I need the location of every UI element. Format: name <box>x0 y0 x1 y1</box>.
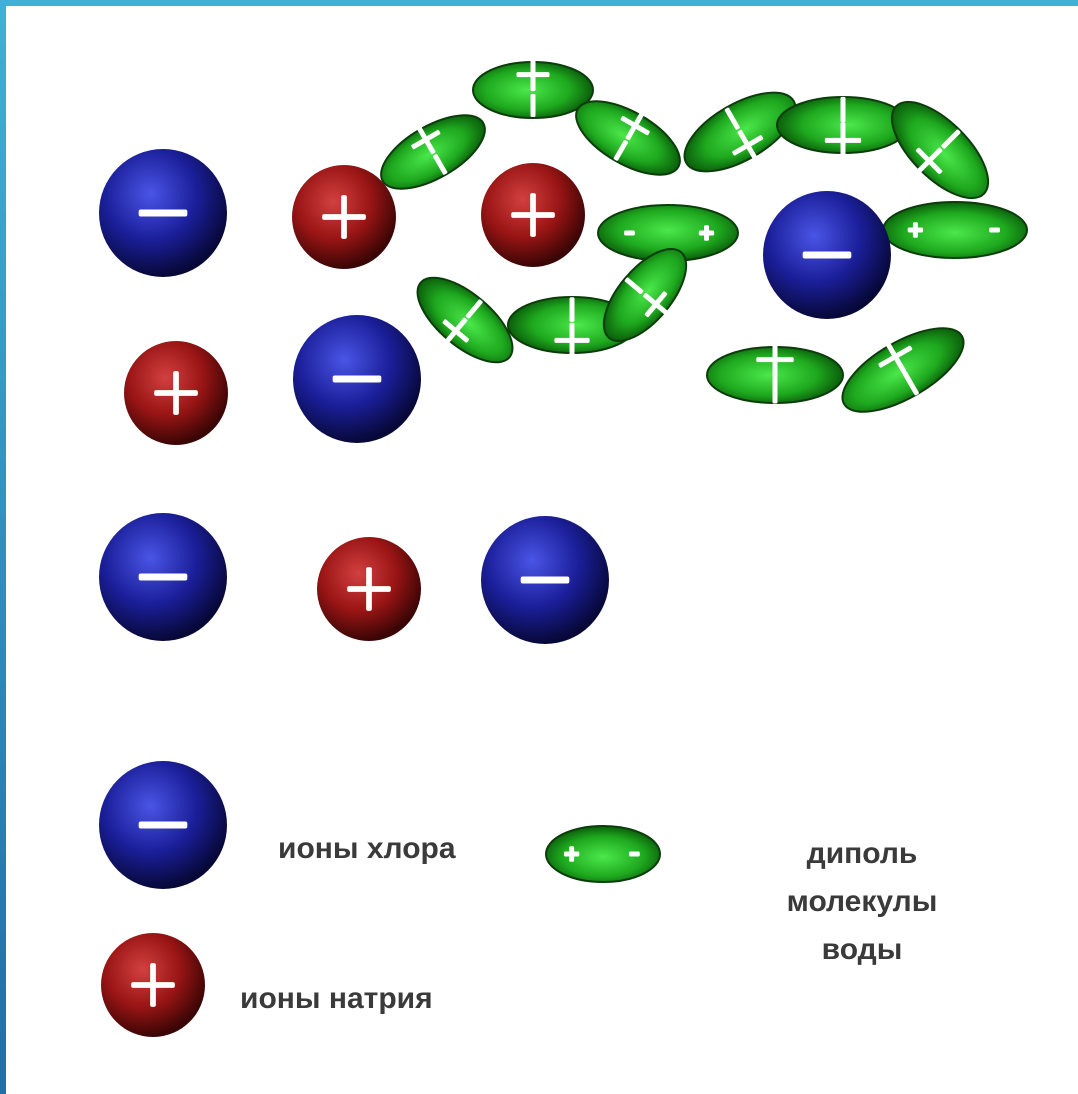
water-dipole <box>472 58 594 119</box>
minus-sign-icon <box>530 93 536 117</box>
plus-sign-icon <box>643 291 669 317</box>
water-dipole <box>507 296 637 358</box>
plus-sign-icon <box>154 371 198 415</box>
plus-sign-icon <box>516 58 550 92</box>
plus-sign-icon <box>756 340 794 379</box>
chloride-ion <box>481 516 609 644</box>
water-dipole <box>602 247 688 343</box>
minus-sign-icon <box>569 297 575 322</box>
water-dipole <box>416 276 514 364</box>
plus-sign-icon <box>915 147 943 175</box>
water-dipole <box>776 96 910 159</box>
plus-sign-icon <box>732 129 764 161</box>
water-dipole <box>380 114 486 190</box>
water-dipole <box>683 91 797 173</box>
plus-sign-icon <box>347 567 391 611</box>
water-dipole <box>841 327 965 413</box>
minus-sign-icon <box>941 129 961 149</box>
legend-water-dipole-icon <box>545 825 661 883</box>
chloride-ion <box>99 513 227 641</box>
minus-sign-icon <box>902 371 919 396</box>
water-dipole <box>597 204 739 262</box>
sodium-ion <box>292 165 396 269</box>
legend-dipole-label: диполь молекулы воды <box>786 837 938 966</box>
chloride-ion <box>99 149 227 277</box>
plus-sign-icon <box>698 225 715 241</box>
minus-sign-icon <box>624 277 644 295</box>
chloride-ion <box>293 315 421 443</box>
minus-sign-icon <box>613 140 629 161</box>
frame-top-accent <box>0 0 1078 6</box>
minus-sign-icon <box>138 573 188 581</box>
plus-sign-icon <box>131 963 175 1007</box>
minus-sign-icon <box>840 96 846 123</box>
minus-sign-icon <box>332 375 382 383</box>
plus-sign-icon <box>411 125 441 155</box>
legend-sodium-icon <box>101 933 205 1037</box>
plus-sign-icon <box>824 122 862 159</box>
water-dipoles-layer <box>380 58 1028 883</box>
plus-sign-icon <box>563 846 580 862</box>
plus-sign-icon <box>878 339 913 374</box>
water-dipole <box>890 100 990 200</box>
minus-sign-icon <box>138 821 188 829</box>
legend-sodium-label: ионы натрия <box>240 982 433 1015</box>
minus-sign-icon <box>772 377 778 404</box>
water-dipole <box>575 100 681 176</box>
plus-sign-icon <box>620 111 650 141</box>
minus-sign-icon <box>628 851 640 857</box>
minus-sign-icon <box>138 209 188 217</box>
plus-sign-icon <box>442 317 470 345</box>
minus-sign-icon <box>432 154 448 175</box>
legend-chloride-icon <box>99 761 227 889</box>
plus-sign-icon <box>554 322 590 358</box>
minus-sign-icon <box>624 230 635 236</box>
hydrated-chloride-ion <box>763 191 891 319</box>
water-dipole <box>706 340 844 404</box>
legend-chloride-label: ионы хлора <box>278 832 456 865</box>
sodium-ion <box>317 537 421 641</box>
minus-sign-icon <box>802 251 852 259</box>
minus-sign-icon <box>520 576 570 584</box>
hydrated-sodium-ion <box>481 163 585 267</box>
plus-sign-icon <box>511 193 555 237</box>
frame-left-accent <box>0 0 6 1094</box>
sodium-ion <box>124 341 228 445</box>
water-dipole <box>882 201 1028 259</box>
plus-sign-icon <box>907 222 924 238</box>
ions-layer <box>99 149 891 1037</box>
minus-sign-icon <box>724 107 740 130</box>
minus-sign-icon <box>465 299 483 319</box>
minus-sign-icon <box>989 227 1000 233</box>
plus-sign-icon <box>322 195 366 239</box>
